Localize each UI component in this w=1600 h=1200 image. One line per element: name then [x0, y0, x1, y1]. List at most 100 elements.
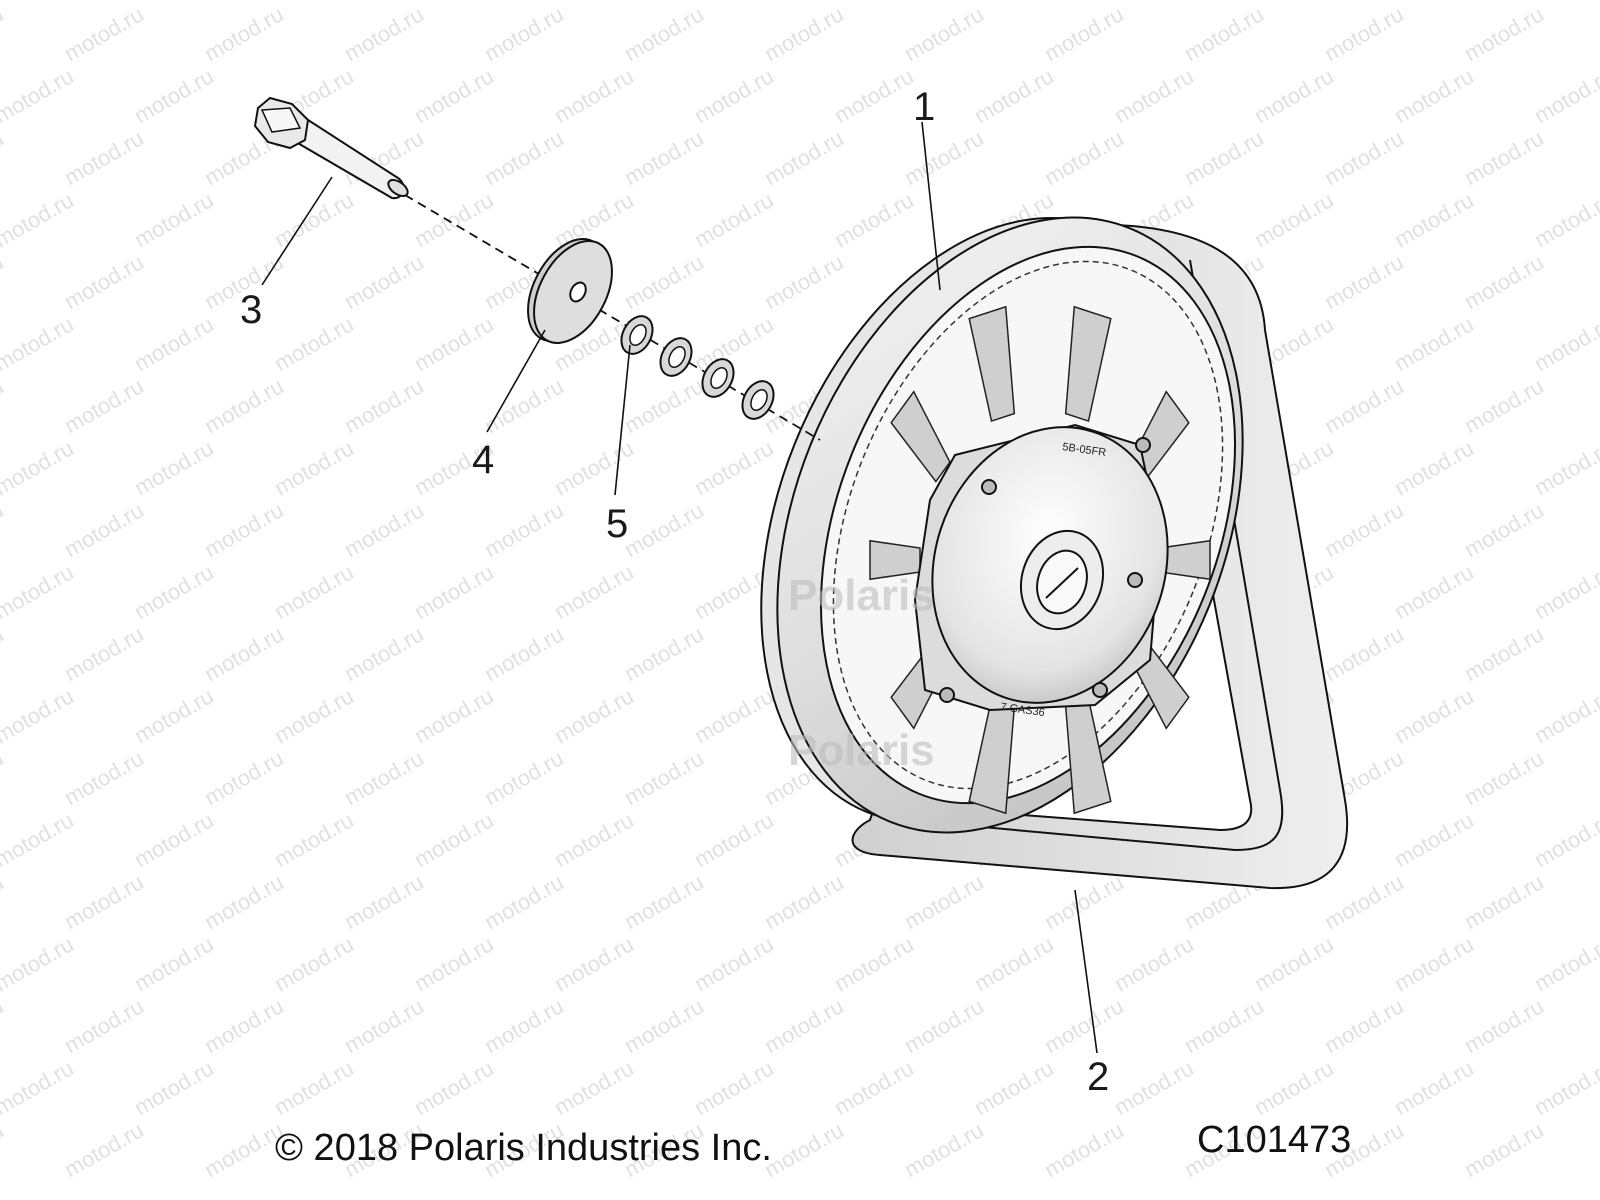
watermark-text: motod.ru: [1390, 63, 1478, 128]
watermark-text: motod.ru: [830, 187, 918, 252]
watermark-text: motod.ru: [1040, 993, 1128, 1058]
watermark-text: motod.ru: [1460, 373, 1548, 438]
watermark-text: motod.ru: [1320, 993, 1408, 1058]
watermark-text: motod.ru: [690, 683, 778, 748]
watermark-text: motod.ru: [0, 1117, 8, 1182]
watermark-text: motod.ru: [1530, 807, 1600, 872]
watermark-text: motod.ru: [130, 1055, 218, 1120]
watermark-text: motod.ru: [60, 249, 148, 314]
watermark-text: motod.ru: [550, 931, 638, 996]
watermark-text: motod.ru: [550, 683, 638, 748]
watermark-text: motod.ru: [480, 373, 568, 438]
watermark-text: motod.ru: [0, 125, 8, 190]
shim-hole: [668, 345, 686, 369]
watermark-text: motod.ru: [620, 993, 708, 1058]
watermark-text: motod.ru: [1460, 993, 1548, 1058]
watermark-text: motod.ru: [550, 435, 638, 500]
clutch-sheave: 5B-05FR 7 GAS36: [760, 216, 1244, 834]
watermark-text: motod.ru: [1180, 993, 1268, 1058]
watermark-text: motod.ru: [1390, 683, 1478, 748]
watermark-text: motod.ru: [410, 931, 498, 996]
watermark-text: motod.ru: [970, 1055, 1058, 1120]
watermark-text: motod.ru: [480, 745, 568, 810]
watermark-text: motod.ru: [340, 869, 428, 934]
watermark-text: motod.ru: [1460, 869, 1548, 934]
watermark-text: motod.ru: [550, 0, 638, 4]
watermark-text: motod.ru: [830, 931, 918, 996]
watermark-text: motod.ru: [900, 125, 988, 190]
watermark-text: motod.ru: [1530, 435, 1600, 500]
watermark-text: motod.ru: [1180, 1, 1268, 66]
watermark-text: motod.ru: [690, 187, 778, 252]
watermark-text: motod.ru: [900, 869, 988, 934]
watermark-text: motod.ru: [620, 621, 708, 686]
watermark-text: motod.ru: [830, 63, 918, 128]
watermark-text: motod.ru: [900, 993, 988, 1058]
watermark-text: motod.ru: [1040, 1, 1128, 66]
watermark-text: motod.ru: [0, 0, 78, 4]
callout-1: 1: [913, 85, 935, 129]
watermark-text: motod.ru: [900, 1117, 988, 1182]
watermark-text: motod.ru: [1460, 1, 1548, 66]
watermark-text: motod.ru: [340, 249, 428, 314]
watermark-text: motod.ru: [1320, 1, 1408, 66]
watermark-text: motod.ru: [830, 0, 918, 4]
watermark-text: motod.ru: [410, 1055, 498, 1120]
watermark-text: motod.ru: [970, 0, 1058, 4]
bolt: [253, 96, 409, 200]
watermark-text: motod.ru: [1530, 63, 1600, 128]
watermark-text: motod.ru: [0, 745, 8, 810]
watermark-text: motod.ru: [1250, 187, 1338, 252]
watermark-text: motod.ru: [1390, 187, 1478, 252]
watermark-text: motod.ru: [1390, 1055, 1478, 1120]
watermark-text: motod.ru: [0, 63, 78, 128]
watermark-text: motod.ru: [340, 1, 428, 66]
watermark-text: motod.ru: [690, 1055, 778, 1120]
watermark-text: motod.ru: [830, 1055, 918, 1120]
watermark-text: motod.ru: [1250, 1055, 1338, 1120]
watermark-text: motod.ru: [1460, 745, 1548, 810]
watermark-text: motod.ru: [130, 187, 218, 252]
watermark-text: motod.ru: [1460, 1117, 1548, 1182]
watermark-text: motod.ru: [130, 807, 218, 872]
watermark-text: motod.ru: [690, 311, 778, 376]
watermark-text: motod.ru: [1040, 125, 1128, 190]
watermark-text: motod.ru: [270, 559, 358, 624]
watermark-text: motod.ru: [60, 869, 148, 934]
assembly-centerline: [404, 194, 821, 441]
watermark-text: motod.ru: [760, 125, 848, 190]
watermark-text: motod.ru: [200, 993, 288, 1058]
watermark-text: motod.ru: [550, 559, 638, 624]
watermark-text: motod.ru: [130, 63, 218, 128]
callout-4: 4: [472, 438, 494, 482]
watermark-text: motod.ru: [480, 621, 568, 686]
watermark-text: motod.ru: [760, 869, 848, 934]
watermark-text: motod.ru: [1320, 497, 1408, 562]
leader-lines: [261, 121, 1098, 1054]
watermark-text: motod.ru: [1530, 931, 1600, 996]
watermark-text: motod.ru: [410, 807, 498, 872]
watermark-text: motod.ru: [1110, 0, 1198, 4]
watermark-text: motod.ru: [60, 373, 148, 438]
watermark-text: motod.ru: [480, 1, 568, 66]
watermark-text: motod.ru: [1390, 435, 1478, 500]
sheave-spoke: [890, 390, 951, 483]
watermark-text: motod.ru: [620, 373, 708, 438]
watermark-text: motod.ru: [340, 497, 428, 562]
watermark-text: motod.ru: [1390, 311, 1478, 376]
watermark-text: motod.ru: [1180, 125, 1268, 190]
watermark-text: motod.ru: [410, 0, 498, 4]
watermark-text: motod.ru: [1320, 869, 1408, 934]
watermark-text: motod.ru: [620, 249, 708, 314]
watermark-text: motod.ru: [60, 125, 148, 190]
watermark-text: motod.ru: [760, 993, 848, 1058]
watermark-text: motod.ru: [1390, 0, 1478, 4]
watermark-text: motod.ru: [200, 745, 288, 810]
watermark-text: motod.ru: [1530, 187, 1600, 252]
watermark-logo-2: Polaris: [788, 726, 935, 775]
watermark-text: motod.ru: [410, 63, 498, 128]
watermark-text: motod.ru: [1460, 621, 1548, 686]
watermark-text: motod.ru: [1530, 0, 1600, 4]
watermark-text: motod.ru: [130, 435, 218, 500]
